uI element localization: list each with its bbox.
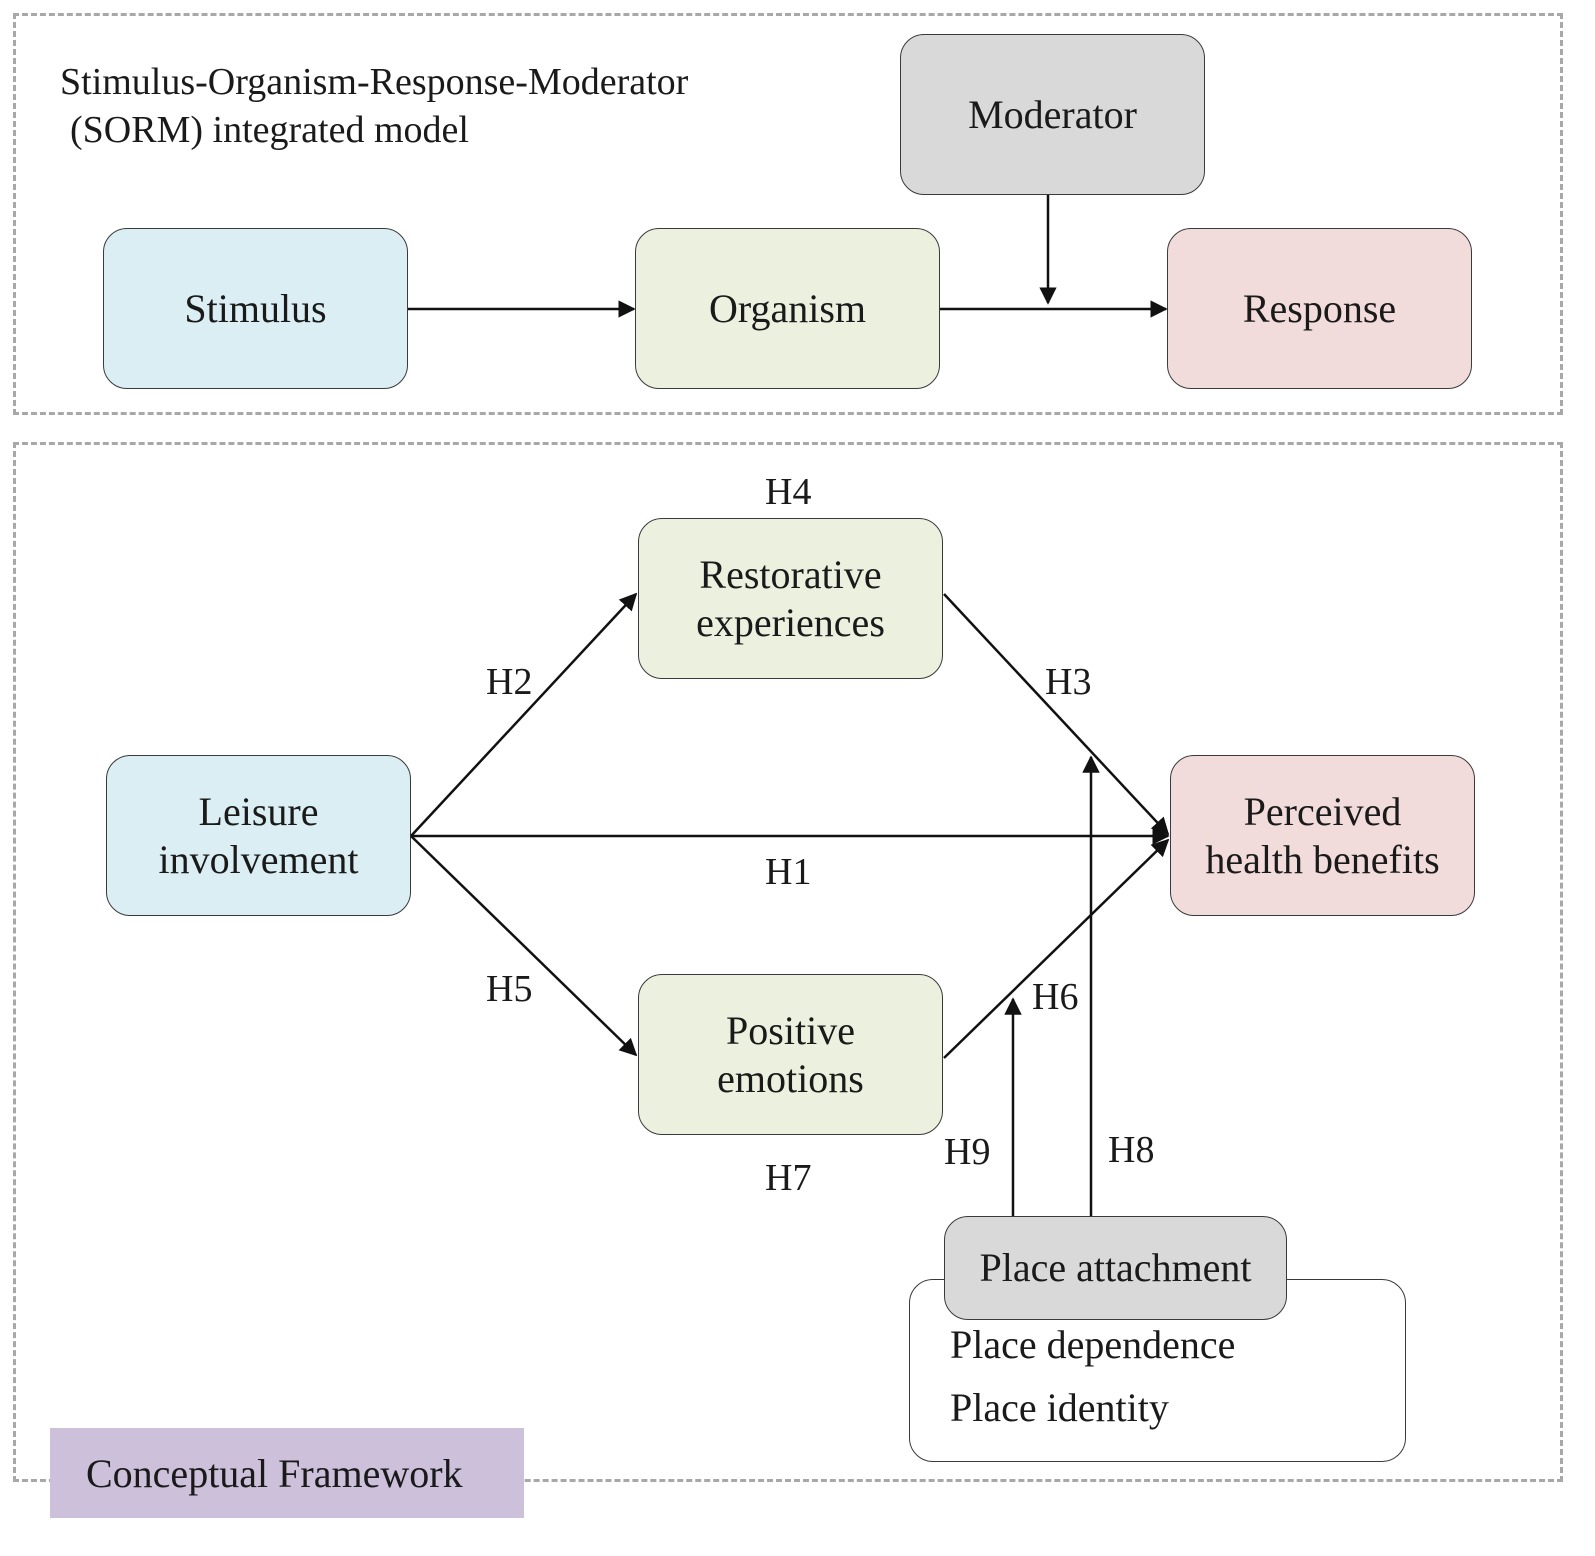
perceived-health-benefits-box: Perceived health benefits [1170,755,1475,916]
place-dependence-label: Place dependence [950,1322,1236,1367]
h2-arrow [410,592,638,837]
h7-label: H7 [765,1157,812,1199]
h5-label: H5 [486,968,533,1010]
leisure-label-line1: Leisure [198,788,319,834]
sorm-model-panel [13,13,1563,415]
restorative-label-line2: experiences [696,599,885,645]
moderator-label: Moderator [968,91,1137,137]
place-identity-label: Place identity [950,1385,1169,1430]
response-label: Response [1242,285,1397,331]
h9-label: H9 [944,1131,991,1173]
moderator-box: Moderator [900,34,1205,195]
conceptual-framework-tag: Conceptual Framework [50,1428,524,1518]
positive-label-line2: emotions [717,1055,864,1101]
sorm-title-line1: Stimulus-Organism-Response-Moderator [60,61,689,103]
h3-label: H3 [1045,661,1092,703]
stimulus-box: Stimulus [103,228,408,389]
place-attachment-label: Place attachment [979,1245,1252,1290]
perceived-label-line2: health benefits [1205,836,1440,882]
restorative-label-line1: Restorative [699,551,882,597]
place-attachment-box: Place attachment [944,1216,1287,1320]
stimulus-label: Stimulus [184,285,327,331]
leisure-label-line2: involvement [158,836,359,882]
h4-label: H4 [765,471,812,513]
h2-label: H2 [486,661,533,703]
restorative-experiences-box: Restorative experiences [638,518,943,679]
h6-label: H6 [1032,976,1079,1018]
organism-box: Organism [635,228,940,389]
sorm-title-line2: (SORM) integrated model [70,109,469,151]
positive-label-line1: Positive [726,1007,855,1053]
h1-label: H1 [765,851,812,893]
h8-label: H8 [1108,1129,1155,1171]
conceptual-framework-panel [13,442,1563,1482]
h6-arrow [943,838,1170,1059]
leisure-involvement-box: Leisure involvement [106,755,411,916]
organism-label: Organism [708,285,867,331]
conceptual-framework-label: Conceptual Framework [86,1450,463,1496]
perceived-label-line1: Perceived [1243,788,1402,834]
response-box: Response [1167,228,1472,389]
h3-arrow [943,593,1170,836]
positive-emotions-box: Positive emotions [638,974,943,1135]
h5-arrow [410,835,638,1057]
